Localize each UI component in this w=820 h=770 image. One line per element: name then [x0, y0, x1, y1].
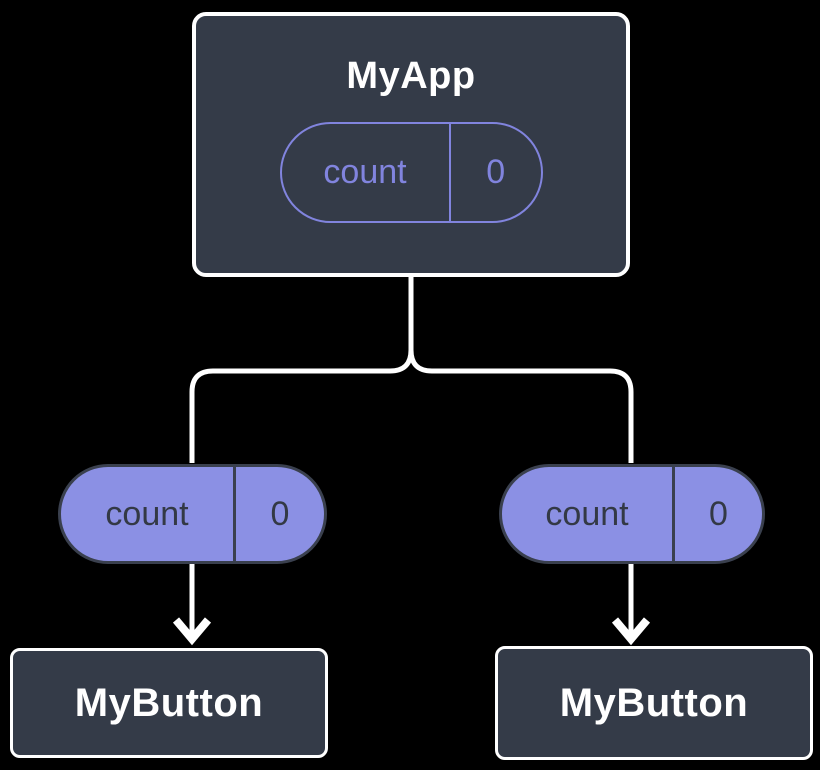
- state-pill: count 0: [279, 121, 543, 223]
- state-pill-name: count: [323, 152, 407, 191]
- prop-pill-right-divider: [672, 467, 675, 561]
- arrow-right-head-icon: [611, 617, 651, 646]
- prop-pill-left-divider: [233, 467, 236, 561]
- myapp-title: MyApp: [346, 55, 476, 97]
- connector-branch-left: [189, 275, 414, 463]
- arrow-left-head-icon: [172, 617, 212, 646]
- connector-branch-right: [408, 349, 634, 463]
- state-pill-divider: [448, 123, 451, 221]
- prop-pill-left-value: 0: [270, 494, 290, 533]
- mybutton-node-right: MyButton: [495, 646, 813, 760]
- mybutton-left-title: MyButton: [74, 681, 264, 725]
- prop-pill-right-name: count: [545, 494, 629, 533]
- myapp-node: MyApp count 0: [192, 12, 630, 277]
- prop-pill-left-name: count: [105, 494, 189, 533]
- mybutton-right-title: MyButton: [559, 681, 749, 725]
- prop-pill-left: count 0: [58, 464, 327, 564]
- mybutton-node-left: MyButton: [10, 648, 328, 758]
- prop-pill-right: count 0: [499, 464, 765, 564]
- prop-pill-right-value: 0: [709, 494, 728, 533]
- state-pill-value: 0: [486, 152, 506, 191]
